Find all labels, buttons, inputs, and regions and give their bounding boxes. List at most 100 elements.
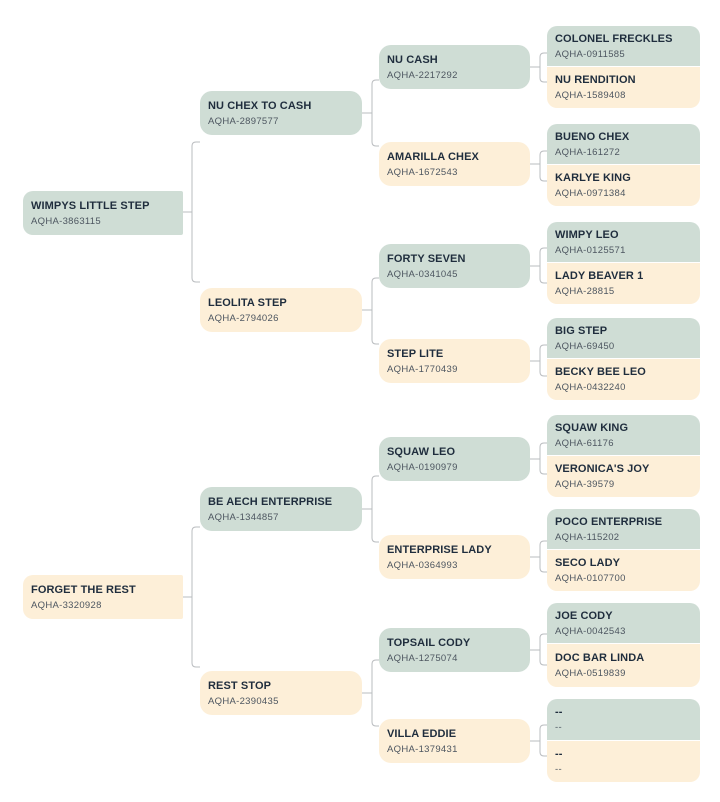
connector-bracket xyxy=(362,79,379,147)
registration-number: AQHA-2794026 xyxy=(208,312,279,324)
horse-name: SQUAW KING xyxy=(555,421,629,434)
connector-bracket xyxy=(362,277,379,345)
horse-name: AMARILLA CHEX xyxy=(387,150,479,163)
registration-number: AQHA-3320928 xyxy=(31,599,102,611)
registration-number: AQHA-161272 xyxy=(555,146,621,158)
horse-name: FORGET THE REST xyxy=(31,583,136,596)
connector-bracket xyxy=(530,52,547,83)
connector-bracket xyxy=(530,540,547,573)
horse-name: TOPSAIL CODY xyxy=(387,636,471,649)
great-granddam[interactable]: DOC BAR LINDA AQHA-0519839 xyxy=(547,644,700,687)
registration-number: AQHA-0341045 xyxy=(387,268,458,280)
great-granddam[interactable]: BECKY BEE LEO AQHA-0432240 xyxy=(547,359,700,400)
registration-number: AQHA-1275074 xyxy=(387,652,458,664)
maternal-grandsire[interactable]: FORTY SEVEN AQHA-0341045 xyxy=(379,244,530,288)
sire[interactable]: BE AECH ENTERPRISE AQHA-1344857 xyxy=(200,487,362,531)
connector-bracket xyxy=(530,150,547,182)
registration-number: AQHA-115202 xyxy=(555,531,620,543)
registration-number: AQHA-0190979 xyxy=(387,461,458,473)
horse-name: WIMPY LEO xyxy=(555,228,619,241)
horse-name: REST STOP xyxy=(208,679,272,692)
connector-bracket xyxy=(530,633,547,666)
great-grandsire[interactable]: SQUAW KING AQHA-61176 xyxy=(547,415,700,455)
horse-name: -- xyxy=(555,706,563,718)
sire[interactable]: NU CHEX TO CASH AQHA-2897577 xyxy=(200,91,362,135)
horse-name: BECKY BEE LEO xyxy=(555,366,646,378)
great-granddam[interactable]: VERONICA'S JOY AQHA-39579 xyxy=(547,456,700,497)
horse-name: POCO ENTERPRISE xyxy=(555,515,663,528)
registration-number: AQHA-1589408 xyxy=(555,90,626,101)
horse-name: VERONICA'S JOY xyxy=(555,463,650,475)
registration-number: AQHA-2217292 xyxy=(387,69,458,81)
dam[interactable]: LEOLITA STEP AQHA-2794026 xyxy=(200,288,362,332)
maternal-granddam[interactable]: STEP LITE AQHA-1770439 xyxy=(379,339,530,383)
paternal-grandsire[interactable]: SQUAW LEO AQHA-0190979 xyxy=(379,437,530,481)
horse-name: NU CASH xyxy=(387,53,438,66)
registration-number: AQHA-0125571 xyxy=(555,244,626,256)
registration-number: AQHA-28815 xyxy=(555,286,615,297)
registration-number: AQHA-61176 xyxy=(555,437,614,449)
horse-name: NU RENDITION xyxy=(555,74,636,86)
horse-name: LADY BEAVER 1 xyxy=(555,270,644,282)
great-grandsire[interactable]: BUENO CHEX AQHA-161272 xyxy=(547,124,700,164)
dam[interactable]: REST STOP AQHA-2390435 xyxy=(200,671,362,715)
registration-number: AQHA-1344857 xyxy=(208,511,279,523)
horse-name: BUENO CHEX xyxy=(555,130,630,143)
connector-bracket xyxy=(183,526,200,668)
horse-name: VILLA EDDIE xyxy=(387,727,457,740)
registration-number: AQHA-0364993 xyxy=(387,559,458,571)
paternal-granddam[interactable]: AMARILLA CHEX AQHA-1672543 xyxy=(379,142,530,186)
registration-number: AQHA-0971384 xyxy=(555,188,626,199)
connector-bracket xyxy=(362,659,379,727)
connector-bracket xyxy=(183,141,200,283)
great-grandsire[interactable]: WIMPY LEO AQHA-0125571 xyxy=(547,222,700,262)
connector-bracket xyxy=(530,724,547,757)
horse-name: WIMPYS LITTLE STEP xyxy=(31,199,150,212)
great-grandsire[interactable]: BIG STEP AQHA-69450 xyxy=(547,318,700,358)
horse-name: LEOLITA STEP xyxy=(208,296,287,309)
registration-number: AQHA-0432240 xyxy=(555,382,626,393)
great-grandsire[interactable]: JOE CODY AQHA-0042543 xyxy=(547,603,700,643)
horse-name: BIG STEP xyxy=(555,324,608,337)
great-grandsire[interactable]: POCO ENTERPRISE AQHA-115202 xyxy=(547,509,700,549)
connector-bracket xyxy=(530,344,547,377)
horse-name: STEP LITE xyxy=(387,347,444,360)
great-granddam[interactable]: LADY BEAVER 1 AQHA-28815 xyxy=(547,263,700,304)
horse-name: NU CHEX TO CASH xyxy=(208,99,312,112)
subject-horse[interactable]: WIMPYS LITTLE STEP AQHA-3863115 xyxy=(23,191,183,235)
horse-name: JOE CODY xyxy=(555,609,613,622)
horse-name: DOC BAR LINDA xyxy=(555,652,645,664)
registration-number: AQHA-1379431 xyxy=(387,743,458,755)
registration-number: AQHA-0107700 xyxy=(555,573,626,584)
registration-number: AQHA-2897577 xyxy=(208,115,279,127)
registration-number: AQHA-0042543 xyxy=(555,625,626,637)
great-granddam[interactable]: KARLYE KING AQHA-0971384 xyxy=(547,165,700,206)
paternal-grandsire[interactable]: NU CASH AQHA-2217292 xyxy=(379,45,530,89)
horse-name: SECO LADY xyxy=(555,557,621,569)
great-granddam[interactable]: NU RENDITION AQHA-1589408 xyxy=(547,67,700,108)
registration-number: AQHA-0519839 xyxy=(555,668,626,679)
horse-name: ENTERPRISE LADY xyxy=(387,543,492,556)
connector-bracket xyxy=(530,442,547,475)
horse-name: FORTY SEVEN xyxy=(387,252,466,265)
registration-number: AQHA-1672543 xyxy=(387,166,458,178)
great-granddam[interactable]: SECO LADY AQHA-0107700 xyxy=(547,550,700,591)
registration-number: AQHA-69450 xyxy=(555,340,615,352)
connector-bracket xyxy=(530,247,547,284)
horse-name: BE AECH ENTERPRISE xyxy=(208,495,333,508)
registration-number: AQHA-0911585 xyxy=(555,48,625,60)
great-grandsire[interactable]: -- -- xyxy=(547,699,700,740)
connector-bracket xyxy=(362,475,379,543)
subject-horse[interactable]: FORGET THE REST AQHA-3320928 xyxy=(23,575,183,619)
registration-number: -- xyxy=(555,764,562,775)
registration-number: AQHA-3863115 xyxy=(31,215,101,227)
registration-number: -- xyxy=(555,722,562,733)
registration-number: AQHA-39579 xyxy=(555,479,615,490)
horse-name: -- xyxy=(555,748,563,760)
maternal-granddam[interactable]: VILLA EDDIE AQHA-1379431 xyxy=(379,719,530,763)
maternal-grandsire[interactable]: TOPSAIL CODY AQHA-1275074 xyxy=(379,628,530,672)
paternal-granddam[interactable]: ENTERPRISE LADY AQHA-0364993 xyxy=(379,535,530,579)
great-granddam[interactable]: -- -- xyxy=(547,741,700,782)
great-grandsire[interactable]: COLONEL FRECKLES AQHA-0911585 xyxy=(547,26,700,66)
